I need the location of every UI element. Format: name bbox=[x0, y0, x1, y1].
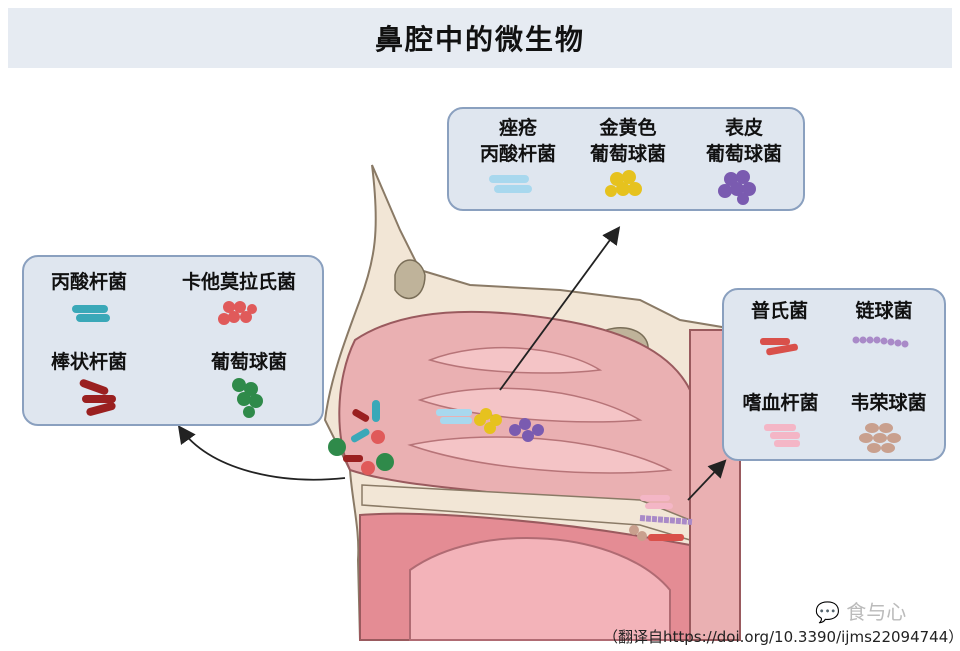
cocci-cluster-icon bbox=[218, 301, 257, 325]
bacteria-cavity bbox=[436, 408, 544, 442]
arrow-to-right-box bbox=[687, 459, 727, 501]
tongue bbox=[409, 537, 671, 641]
moraxella-label: 卡他莫拉氏菌 bbox=[181, 271, 296, 293]
right-bacteria-box: 普氏菌 链球菌 嗜血杆菌 韦荣球菌 bbox=[722, 288, 946, 461]
acne-propionibacterium-label: 痤疮丙酸杆菌 bbox=[479, 117, 556, 165]
frontal-sinus bbox=[394, 259, 426, 300]
s-aureus-label: 金黄色葡萄球菌 bbox=[589, 117, 666, 165]
left-bacteria-box: 丙酸杆菌 卡他莫拉氏菌 棒状杆菌 葡萄球菌 bbox=[22, 255, 324, 426]
bacteria-pharynx bbox=[629, 495, 693, 541]
cocci-cluster-icon bbox=[605, 170, 642, 197]
turbinate-inferior bbox=[407, 436, 673, 474]
staphylococcus-label: 葡萄球菌 bbox=[210, 351, 287, 373]
cocci-cluster-icon bbox=[718, 170, 756, 205]
rod-bacteria-icon bbox=[79, 379, 116, 416]
rod-bacteria-icon bbox=[72, 305, 110, 322]
haemophilus-label: 嗜血杆菌 bbox=[742, 392, 819, 414]
arrow-to-top-box bbox=[499, 226, 621, 391]
source-citation: （翻译自https://doi.org/10.3390/ijms22094744… bbox=[603, 628, 960, 646]
chain-cocci-icon bbox=[852, 336, 909, 348]
top-box-bacteria-icons bbox=[489, 170, 756, 205]
title-bar: 鼻腔中的微生物 bbox=[8, 8, 952, 68]
s-epidermidis-label: 表皮葡萄球菌 bbox=[705, 117, 782, 165]
streptococcus-label: 链球菌 bbox=[855, 300, 913, 322]
wechat-icon: 💬 bbox=[815, 600, 847, 624]
turbinate-superior bbox=[427, 346, 603, 374]
veillonella-label: 韦荣球菌 bbox=[850, 392, 927, 414]
left-box-bacteria-icons bbox=[72, 301, 263, 418]
watermark: 💬 食与心 bbox=[815, 600, 907, 624]
corynebacterium-label: 棒状杆菌 bbox=[50, 351, 127, 373]
rod-bacteria-icon bbox=[489, 175, 532, 193]
right-box-bacteria-icons bbox=[760, 336, 909, 453]
cocci-cluster-icon bbox=[859, 423, 901, 453]
prevotella-label: 普氏菌 bbox=[750, 300, 808, 322]
bacteria-nostril bbox=[328, 400, 394, 475]
propionibacterium-label: 丙酸杆菌 bbox=[50, 271, 127, 293]
arrow-to-left-box bbox=[177, 425, 346, 481]
rod-bacteria-icon bbox=[760, 338, 798, 356]
rod-bacteria-icon bbox=[764, 424, 800, 447]
page-title: 鼻腔中的微生物 bbox=[374, 23, 585, 56]
cocci-cluster-icon bbox=[232, 378, 263, 418]
top-bacteria-box: 痤疮丙酸杆菌 金黄色葡萄球菌 表皮葡萄球菌 bbox=[447, 107, 805, 211]
